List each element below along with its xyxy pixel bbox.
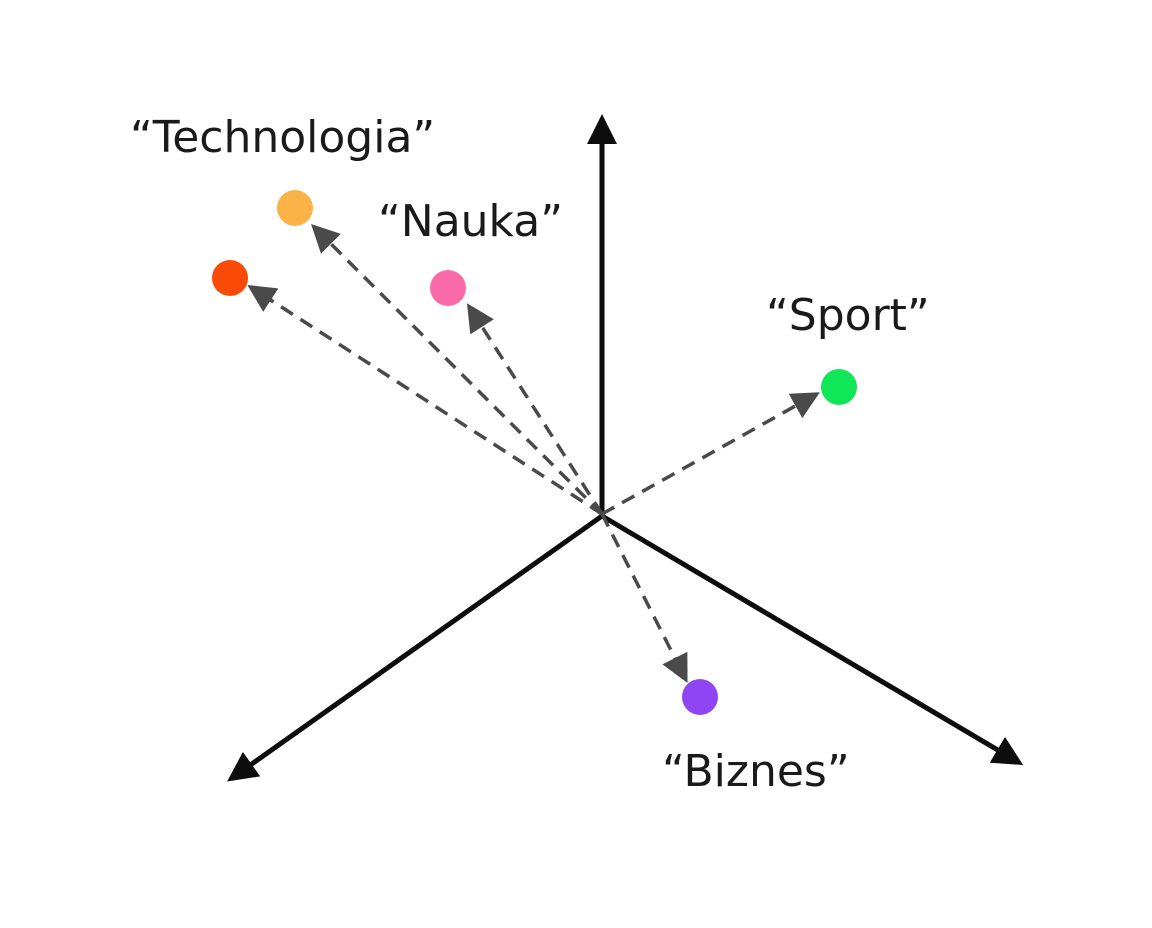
point-sport [821, 369, 857, 405]
right-axis [600, 513, 1024, 766]
vectors [247, 224, 820, 683]
labels: “Technologia” “Nauka” “Sport” “Biznes” [130, 112, 930, 797]
axes [227, 114, 1024, 782]
points [212, 190, 857, 715]
point-science [430, 270, 466, 306]
vector-technology-b [247, 284, 603, 516]
label-sport: “Sport” [766, 290, 930, 341]
label-technology: “Technologia” [130, 112, 435, 163]
left-axis [227, 513, 604, 782]
point-technology-a [277, 190, 313, 226]
label-science: “Nauka” [378, 196, 563, 247]
point-technology-b [212, 260, 248, 296]
vector-technology-a [311, 224, 604, 516]
vector-sport [601, 392, 820, 516]
vector-science [466, 303, 604, 515]
label-business: “Biznes” [662, 746, 850, 797]
vector-business [600, 513, 688, 683]
point-business [682, 679, 718, 715]
